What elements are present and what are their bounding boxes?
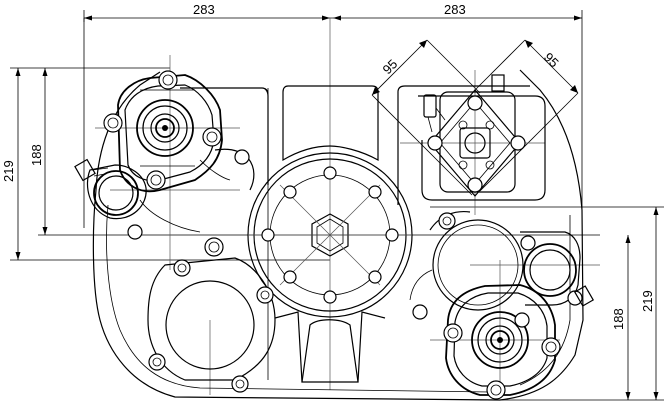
dim-right-inner-height: 188 bbox=[611, 308, 626, 330]
dim-right-outer-height: 219 bbox=[640, 290, 655, 312]
upper-right-flange bbox=[418, 74, 546, 201]
dim-top-right-width: 283 bbox=[444, 2, 466, 17]
dim-left-inner-height: 188 bbox=[29, 144, 44, 166]
lower-left-bore bbox=[147, 257, 276, 393]
dim-diagonal-right: 95 bbox=[541, 50, 562, 71]
lower-right-starter bbox=[409, 210, 595, 400]
center-flange bbox=[247, 152, 413, 318]
upper-left-starter bbox=[74, 70, 255, 257]
dim-left-outer-height: 219 bbox=[1, 160, 16, 182]
dim-top-left-width: 283 bbox=[193, 2, 215, 17]
dim-diagonal-left: 95 bbox=[380, 56, 401, 77]
